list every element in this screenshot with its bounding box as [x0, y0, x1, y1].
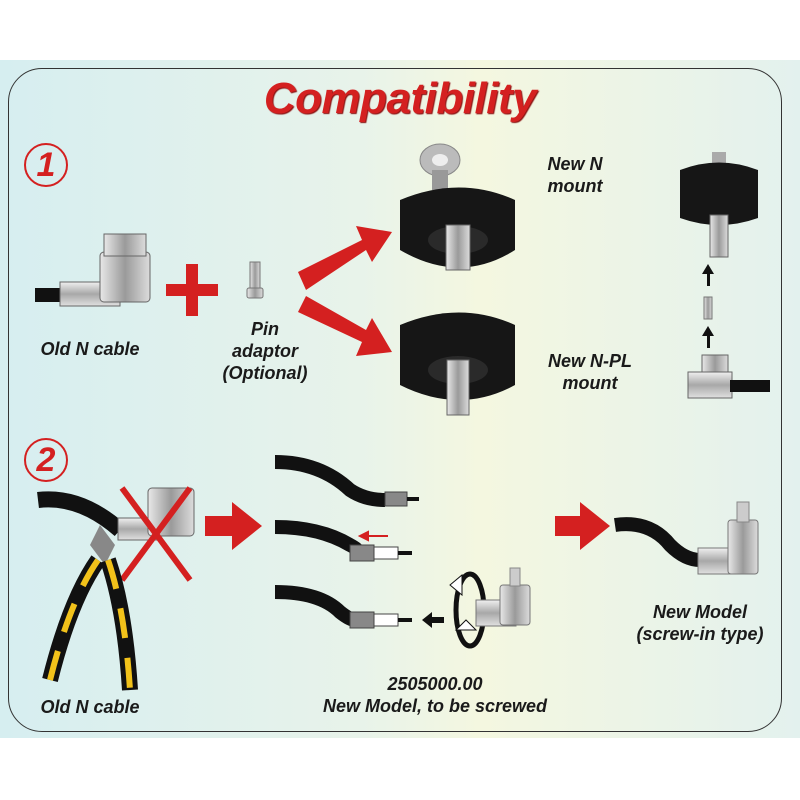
pin-adaptor-label: Pin adaptor (Optional)	[210, 318, 320, 384]
to-be-screwed-label: New Model, to be screwed	[322, 696, 548, 716]
screw-in-connector-image	[449, 567, 531, 649]
new-n-mount-line2: mount	[547, 176, 603, 196]
arrow-up-icon	[702, 326, 714, 348]
new-model-line1: New Model	[652, 602, 747, 622]
part-number-label: 2505000.00 New Model, to be screwed	[280, 673, 590, 717]
new-model-screw-in-image	[614, 501, 759, 575]
cable-stripping-steps-image	[274, 455, 444, 629]
diagram-title: Compatibility	[263, 74, 537, 123]
new-n-pl-mount-line2: mount	[562, 373, 618, 393]
diagram-panel	[8, 68, 782, 732]
pin-label-line1: Pin	[250, 319, 279, 339]
red-arrow-right-icon	[555, 502, 610, 550]
new-n-pl-mount-label: New N-PL mount	[530, 350, 650, 394]
old-n-cable-connector-image	[35, 233, 151, 307]
arrow-up-icon	[702, 264, 714, 286]
plus-icon	[166, 264, 218, 316]
old-n-cable-label-2: Old N cable	[40, 697, 140, 717]
n-mount-assembly-image	[680, 152, 770, 399]
red-arrow-up-icon	[298, 226, 392, 290]
background	[0, 60, 800, 738]
new-n-mount-line1: New N	[547, 154, 603, 174]
new-n-mount-image	[400, 143, 515, 271]
pin-label-line3: (Optional)	[222, 363, 308, 383]
new-model-line2: (screw-in type)	[636, 624, 764, 644]
old-n-cable-cut-image	[37, 486, 195, 582]
new-n-mount-label: New N mount	[530, 153, 620, 197]
pin-adaptor-image	[246, 261, 264, 299]
new-n-pl-mount-line1: New N-PL	[547, 351, 632, 371]
rotate-icon	[449, 573, 478, 631]
cross-icon	[119, 486, 193, 582]
red-arrow-left-icon	[357, 530, 388, 542]
new-model-label: New Model (screw-in type)	[610, 601, 790, 645]
red-arrow-right-icon	[205, 502, 262, 550]
new-n-pl-mount-image	[400, 312, 515, 416]
pin-label-line2: adaptor	[231, 341, 298, 361]
arrow-left-icon	[422, 612, 444, 628]
part-number: 2505000.00	[387, 674, 483, 694]
red-arrow-down-icon	[298, 296, 392, 356]
old-n-cable-label: Old N cable	[40, 339, 140, 359]
step-2-badge: 2	[24, 438, 68, 482]
pliers-image	[42, 525, 138, 691]
step-1-badge: 1	[24, 143, 68, 187]
